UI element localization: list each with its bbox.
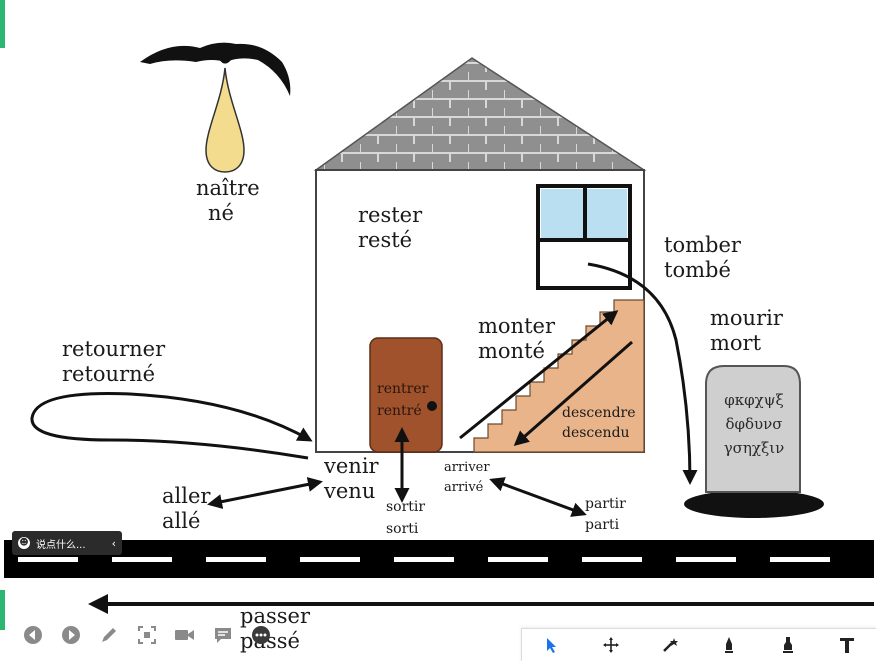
screenshot-icon[interactable] xyxy=(136,624,158,646)
collapse-icon[interactable]: ‹ xyxy=(111,536,116,550)
arrow-monter xyxy=(459,310,619,440)
arrow-tomber xyxy=(587,262,698,485)
more-icon[interactable] xyxy=(250,624,272,646)
emoji-icon[interactable]: ☻ xyxy=(18,537,30,549)
tombstone-inscription: φκφχψξ δφδυνσ γσηχξιν xyxy=(723,391,785,457)
comment-icon[interactable] xyxy=(212,624,234,646)
text-icon[interactable] xyxy=(833,631,861,659)
road xyxy=(4,540,874,578)
drop-shape xyxy=(205,67,245,173)
arrow-arriver-partir xyxy=(489,477,587,517)
chat-placeholder: 说点什么... xyxy=(36,539,86,551)
arrow-retourner xyxy=(30,392,313,460)
eagle-icon xyxy=(140,42,291,96)
tombstone xyxy=(684,365,824,518)
highlighter-icon[interactable] xyxy=(774,631,802,659)
accent-edge-bottom xyxy=(0,590,5,630)
play-icon[interactable] xyxy=(60,624,82,646)
laser-icon[interactable] xyxy=(656,631,684,659)
roof xyxy=(313,57,647,171)
house xyxy=(313,57,647,453)
accent-edge-top xyxy=(0,0,5,48)
move-icon[interactable] xyxy=(597,631,625,659)
arrow-descendre xyxy=(513,340,633,446)
door-knob xyxy=(427,401,437,411)
annotation-toolbar xyxy=(521,628,876,661)
prev-icon[interactable] xyxy=(22,624,44,646)
arrows xyxy=(30,262,698,517)
arrow-aller-venir xyxy=(207,476,323,510)
camera-icon[interactable] xyxy=(174,624,196,646)
pointer-icon[interactable] xyxy=(538,631,566,659)
player-controls xyxy=(22,622,272,648)
chat-input[interactable]: ☻ 说点什么... ‹ xyxy=(12,531,122,555)
marker-icon[interactable] xyxy=(715,631,743,659)
pen-icon[interactable] xyxy=(98,624,120,646)
